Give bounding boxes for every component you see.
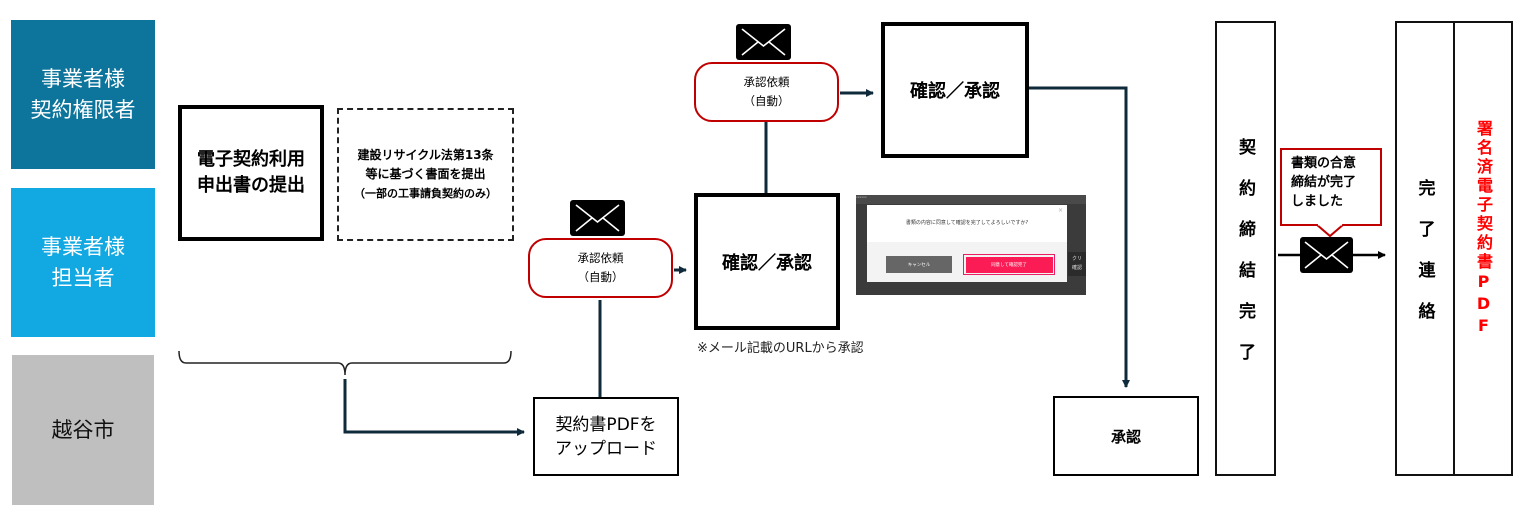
role-city: 越谷市 — [12, 355, 154, 505]
step-city-approve: 承認 — [1053, 396, 1199, 476]
step-upload-pdf: 契約書PDFを アップロード — [533, 397, 679, 476]
callout-pointer — [1316, 224, 1345, 238]
envelope-icon — [570, 200, 625, 236]
step-approval-request-authorized: 承認依頼 （自動） — [694, 62, 839, 122]
dialog-question: 書類の内容に同意して確認を完了してよろしいですか? — [905, 220, 1029, 226]
step-apply: 電子契約利用 申出書の提出 — [178, 105, 324, 241]
role-staff: 事業者様 担当者 — [11, 188, 155, 337]
contract-complete-label: 契約締結完了 — [1235, 137, 1255, 384]
close-icon[interactable]: × — [1057, 207, 1063, 214]
dialog-box: × 書類の内容に同意して確認を完了してよろしいですか? キャンセル 同意して確認… — [867, 205, 1067, 282]
step-contract-complete: 契約締結完了 — [1215, 21, 1276, 476]
connector-confirm-top-to-approve — [1029, 86, 1130, 388]
step-approval-request-staff: 承認依頼 （自動） — [528, 238, 673, 298]
cancel-button[interactable]: キャンセル — [886, 256, 952, 273]
step-confirm-authorized: 確認／承認 — [881, 22, 1029, 158]
completion-callout: 書類の合意 締結が完了 しました — [1280, 148, 1382, 226]
tooltip: クリ 確認 — [1068, 252, 1086, 276]
envelope-icon — [1300, 237, 1353, 273]
agree-confirm-button[interactable]: 同意して確認完了 — [963, 254, 1055, 275]
signed-pdf: 署名済電子契約書PDF — [1453, 21, 1513, 476]
completion-notice-label: 完了連絡 — [1414, 178, 1435, 343]
step-recycle-docs: 建設リサイクル法第13条 等に基づく書面を提出 （一部の工事請負契約のみ） — [337, 108, 514, 241]
url-note: ※メール記載のURLから承認 — [697, 341, 864, 356]
connector-brace-to-upload — [343, 379, 525, 436]
confirm-dialog-screenshot: xxxxxx × 書類の内容に同意して確認を完了してよろしいですか? キャンセル… — [856, 195, 1086, 295]
envelope-icon — [736, 24, 791, 60]
step-confirm-staff: 確認／承認 — [694, 193, 840, 330]
dialog-header: xxxxxx — [856, 195, 1086, 204]
signed-pdf-label: 署名済電子契約書PDF — [1474, 119, 1493, 338]
agree-confirm-label: 同意して確認完了 — [965, 256, 1053, 273]
role-authorized-person: 事業者様 契約権限者 — [11, 20, 155, 169]
recycle-main-text: 建設リサイクル法第13条 等に基づく書面を提出 — [357, 148, 494, 181]
recycle-sub-text: （一部の工事請負契約のみ） — [354, 187, 497, 200]
dialog-footer: キャンセル 同意して確認完了 — [867, 242, 1067, 282]
step-completion-notice: 完了連絡 — [1395, 21, 1455, 476]
grouping-brace — [178, 350, 512, 376]
